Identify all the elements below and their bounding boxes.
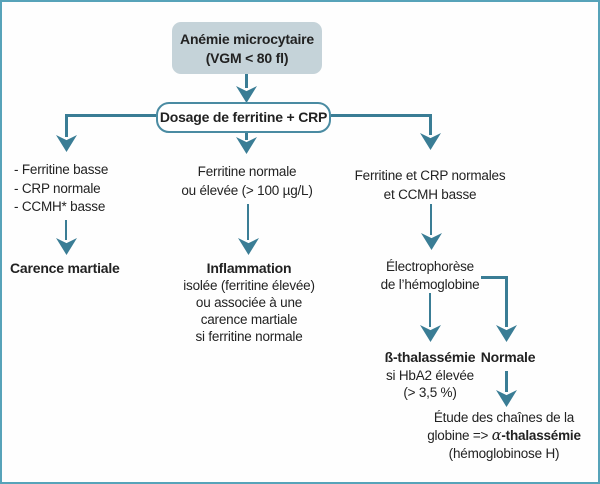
arrowhead-beta bbox=[420, 325, 441, 342]
criteria-left-line2: - CRP normale bbox=[14, 180, 101, 196]
branch-middle-stem bbox=[245, 133, 248, 140]
connector-normale-followup-stem bbox=[505, 371, 508, 392]
result-inflammation: Inflammation isolée (ferritine élevée) o… bbox=[150, 260, 348, 345]
connector-root-test-stem bbox=[245, 74, 248, 88]
criteria-right: Ferritine et CRP normales et CCMH basse bbox=[340, 167, 520, 204]
followup-line3: (hémoglobinose H) bbox=[448, 446, 560, 461]
step-electrophorese-line2: de l’hémoglobine bbox=[380, 276, 480, 292]
elbow-normale-horizontal-line bbox=[481, 276, 508, 279]
result-inflammation-line1: isolée (ferritine élevée) bbox=[183, 278, 315, 293]
test-node-label: Dosage de ferritine + CRP bbox=[159, 109, 328, 125]
criteria-middle-line1: Ferritine normale bbox=[197, 164, 297, 179]
step-electrophorese-line1: Électrophorèse bbox=[385, 259, 474, 274]
criteria-right-line1: Ferritine et CRP normales bbox=[354, 168, 506, 183]
arrowhead-normale bbox=[496, 325, 517, 342]
root-node-anemie-microcytaire: Anémie microcytaire (VGM < 80 fl) bbox=[172, 22, 322, 74]
outcome-beta-line1: si HbA2 élevée bbox=[385, 367, 474, 383]
criteria-left-line3: - CCMH* basse bbox=[14, 199, 106, 214]
connector-left-result-stem bbox=[65, 220, 67, 240]
root-node-line1: Anémie microcytaire bbox=[180, 31, 314, 47]
outcome-beta-thalassemie: ß-thalassémie si HbA2 élevée (> 3,5 %) bbox=[359, 349, 501, 402]
arrowhead-branch-left bbox=[56, 135, 77, 152]
step-electrophorese: Électrophorèse de l’hémoglobine bbox=[359, 258, 501, 293]
result-inflammation-line4: si ferritine normale bbox=[195, 329, 303, 344]
branch-right-horizontal-line bbox=[331, 114, 432, 117]
criteria-middle: Ferritine normale ou élevée (> 100 µg/L) bbox=[159, 163, 335, 200]
result-inflammation-line3: carence martiale bbox=[200, 312, 298, 327]
criteria-left-line1: - Ferritine basse bbox=[14, 162, 109, 177]
connector-right-step-stem bbox=[430, 204, 432, 235]
result-inflammation-line2: ou associée à une bbox=[195, 295, 303, 310]
criteria-right-line2: et CCMH basse bbox=[383, 186, 477, 202]
arrowhead-middle-result bbox=[238, 238, 259, 255]
result-inflammation-title: Inflammation bbox=[206, 260, 292, 276]
followup-line1: Étude des chaînes de la bbox=[433, 410, 575, 425]
connector-middle-result-stem bbox=[247, 204, 249, 240]
followup-line2: globine => α-thalassémie bbox=[408, 427, 598, 446]
criteria-middle-line2: ou élevée (> 100 µg/L) bbox=[181, 182, 313, 198]
arrowhead-left-result bbox=[56, 238, 77, 255]
arrowhead-right-step bbox=[421, 233, 442, 250]
arrowhead-branch-right bbox=[420, 133, 441, 150]
outcome-beta-line2: (> 3,5 %) bbox=[403, 385, 457, 400]
arrowhead-root-test bbox=[236, 86, 257, 103]
result-carence-martiale: Carence martiale bbox=[10, 260, 120, 276]
branch-right-vertical-line bbox=[429, 114, 432, 135]
outcome-normale-title: Normale bbox=[480, 349, 536, 365]
followup-line2-bold: -thalassémie bbox=[501, 427, 581, 443]
outcome-beta-title: ß-thalassémie bbox=[384, 349, 476, 365]
branch-left-horizontal-line bbox=[65, 114, 156, 117]
root-node-line2: (VGM < 80 fl) bbox=[205, 50, 289, 66]
elbow-normale-vertical-line bbox=[505, 276, 508, 327]
followup-alpha-thalassemie: Étude des chaînes de la globine => α-tha… bbox=[408, 409, 598, 463]
branch-left-vertical-line bbox=[65, 114, 68, 137]
connector-beta-stem bbox=[429, 293, 431, 327]
alpha-glyph: α bbox=[491, 427, 502, 444]
criteria-left: - Ferritine basse - CRP normale - CCMH* … bbox=[14, 161, 108, 217]
followup-line2-pre: globine => bbox=[427, 427, 492, 443]
test-node-dosage-ferritine-crp: Dosage de ferritine + CRP bbox=[156, 102, 331, 133]
